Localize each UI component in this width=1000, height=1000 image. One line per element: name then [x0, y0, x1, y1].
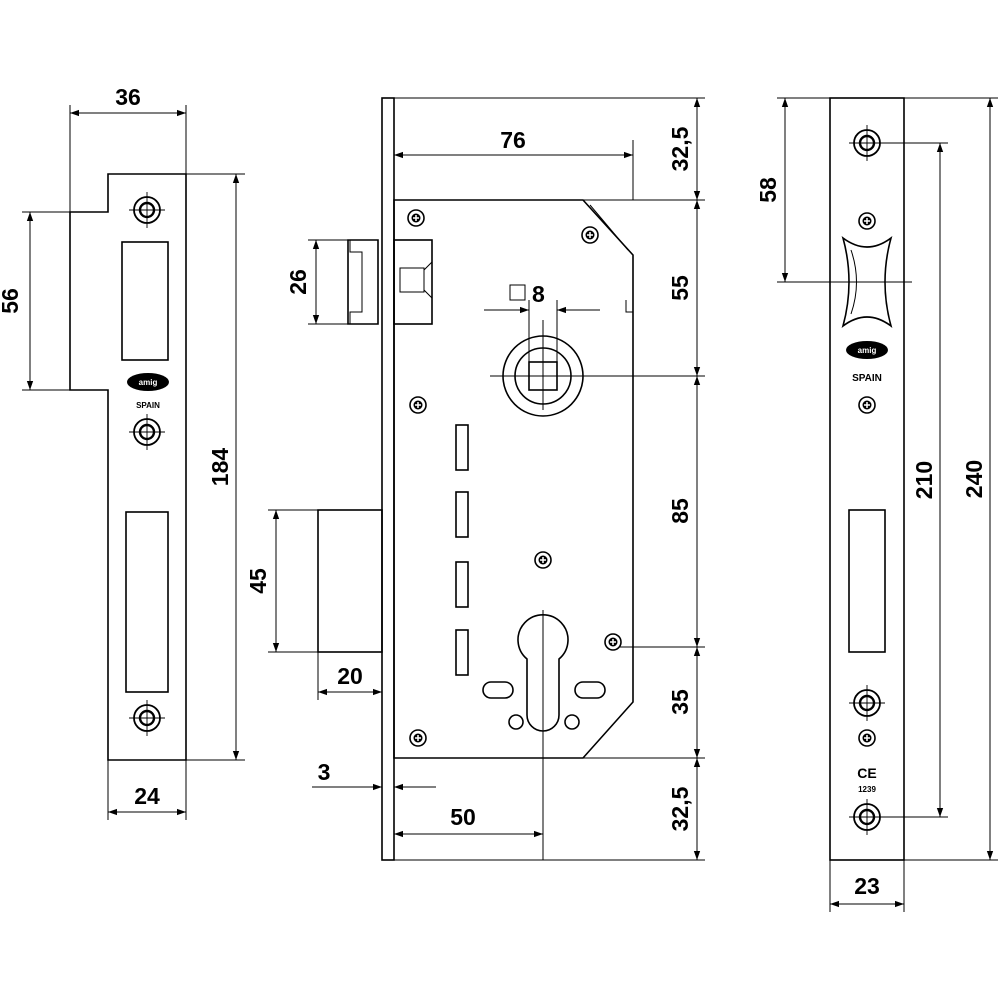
screw-span-label: 210 [911, 461, 937, 499]
svg-text:amig: amig [139, 378, 158, 387]
strike-screw-hole-bottom [127, 698, 167, 738]
strike-screw-hole-middle [127, 412, 167, 452]
lever-slot-4 [455, 629, 469, 676]
faceplate-country-label: SPAIN [852, 373, 882, 384]
strike-screw-hole-top [127, 190, 167, 230]
strike-bolt-opening [125, 511, 169, 693]
cert-number: 1239 [858, 785, 876, 794]
backset-width-label: 76 [500, 127, 526, 153]
lever-slot-2 [455, 491, 469, 538]
spindle-square-symbol [509, 284, 526, 301]
backset-label: 50 [450, 804, 476, 830]
lock-case-outline [393, 199, 634, 759]
svg-text:amig: amig [858, 346, 877, 355]
bolt-height-label: 45 [245, 568, 271, 594]
strike-plate: amig SPAIN 36 56 184 24 [0, 84, 245, 820]
case-screw-top-right [581, 226, 599, 244]
strike-country-label: SPAIN [136, 401, 160, 410]
faceplate-outline [829, 97, 905, 861]
case-screw-bottom-left [409, 729, 427, 747]
strike-latch-opening [121, 241, 169, 361]
lock-faceplate: amig SPAIN CE 1239 58 210 240 23 [755, 97, 998, 912]
case-screw-middle-left [409, 396, 427, 414]
faceplate-screw-hole-bottom [847, 797, 887, 837]
dead-bolt [317, 509, 383, 653]
faceplate-brand-logo: amig [846, 341, 888, 359]
cylinder-span-label: 35 [667, 689, 693, 715]
strike-width-top-label: 36 [115, 84, 141, 110]
case-screw-center [534, 551, 552, 569]
case-screw-cylinder-right [604, 633, 622, 651]
faceplate-height-label: 240 [961, 460, 987, 498]
strike-width-bottom-label: 24 [134, 783, 160, 809]
lock-faceplate-strip [381, 97, 395, 861]
latch-bolt [347, 239, 433, 325]
latch-height-label: 26 [285, 269, 311, 295]
lock-body: 76 32,5 55 85 35 32,5 26 8 45 [245, 97, 705, 861]
case-screw-top-left [407, 209, 425, 227]
spindle-label: 8 [532, 281, 545, 307]
faceplate-screw-hole-top [847, 123, 887, 163]
faceplate-screw-upper [858, 212, 876, 230]
faceplate-bolt-opening [848, 509, 886, 653]
spindle-follower [490, 320, 600, 417]
mid-span-label: 85 [667, 498, 693, 524]
faceplate-thickness-label: 3 [318, 759, 331, 785]
strike-lip-height-label: 56 [0, 288, 23, 314]
strike-height-label: 184 [207, 448, 233, 487]
strike-brand-logo: amig [127, 373, 169, 391]
top-margin-label: 32,5 [667, 126, 693, 171]
lever-slot-3 [455, 561, 469, 608]
latch-offset-label: 58 [755, 177, 781, 203]
euro-cylinder-cutout [482, 610, 606, 860]
faceplate-width-label: 23 [854, 873, 880, 899]
bottom-margin-label: 32,5 [667, 786, 693, 831]
faceplate-screw-bottom [858, 729, 876, 747]
ce-mark: CE [857, 765, 876, 781]
faceplate-screw-middle [858, 396, 876, 414]
lever-slot-1 [455, 424, 469, 471]
upper-span-label: 55 [667, 275, 693, 301]
faceplate-screw-hole-lower [847, 683, 887, 723]
bolt-throw-label: 20 [337, 663, 363, 689]
